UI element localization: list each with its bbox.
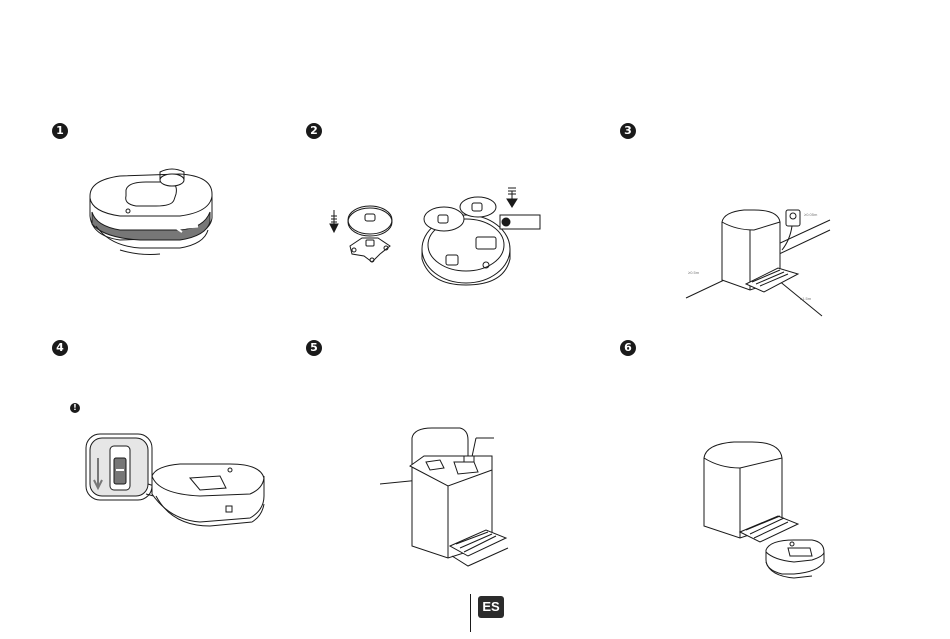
step-1-badge: 1 bbox=[52, 123, 68, 139]
open-base-station-illustration bbox=[380, 426, 530, 576]
step-2-badge: 2 bbox=[306, 123, 322, 139]
svg-text:≥0.05m: ≥0.05m bbox=[804, 212, 818, 217]
warning-icon: ! bbox=[70, 403, 80, 413]
flipped-robot-illustration bbox=[416, 185, 546, 289]
power-switch-illustration bbox=[80, 430, 270, 542]
mop-pad-illustration bbox=[328, 188, 408, 268]
svg-text:≥1.5m: ≥1.5m bbox=[800, 296, 812, 301]
step-3-badge: 3 bbox=[620, 123, 636, 139]
step-6-badge: 6 bbox=[620, 340, 636, 356]
language-divider bbox=[470, 594, 471, 632]
step-4-badge: 4 bbox=[52, 340, 68, 356]
docking-illustration bbox=[700, 436, 840, 584]
language-tag: ES bbox=[478, 596, 504, 618]
step-5-badge: 5 bbox=[306, 340, 322, 356]
svg-text:≥0.5m: ≥0.5m bbox=[688, 270, 700, 275]
robot-vacuum-illustration bbox=[80, 168, 220, 260]
base-station-illustration: ≥0.5m ≥0.05m ≥1.5m bbox=[682, 200, 832, 318]
